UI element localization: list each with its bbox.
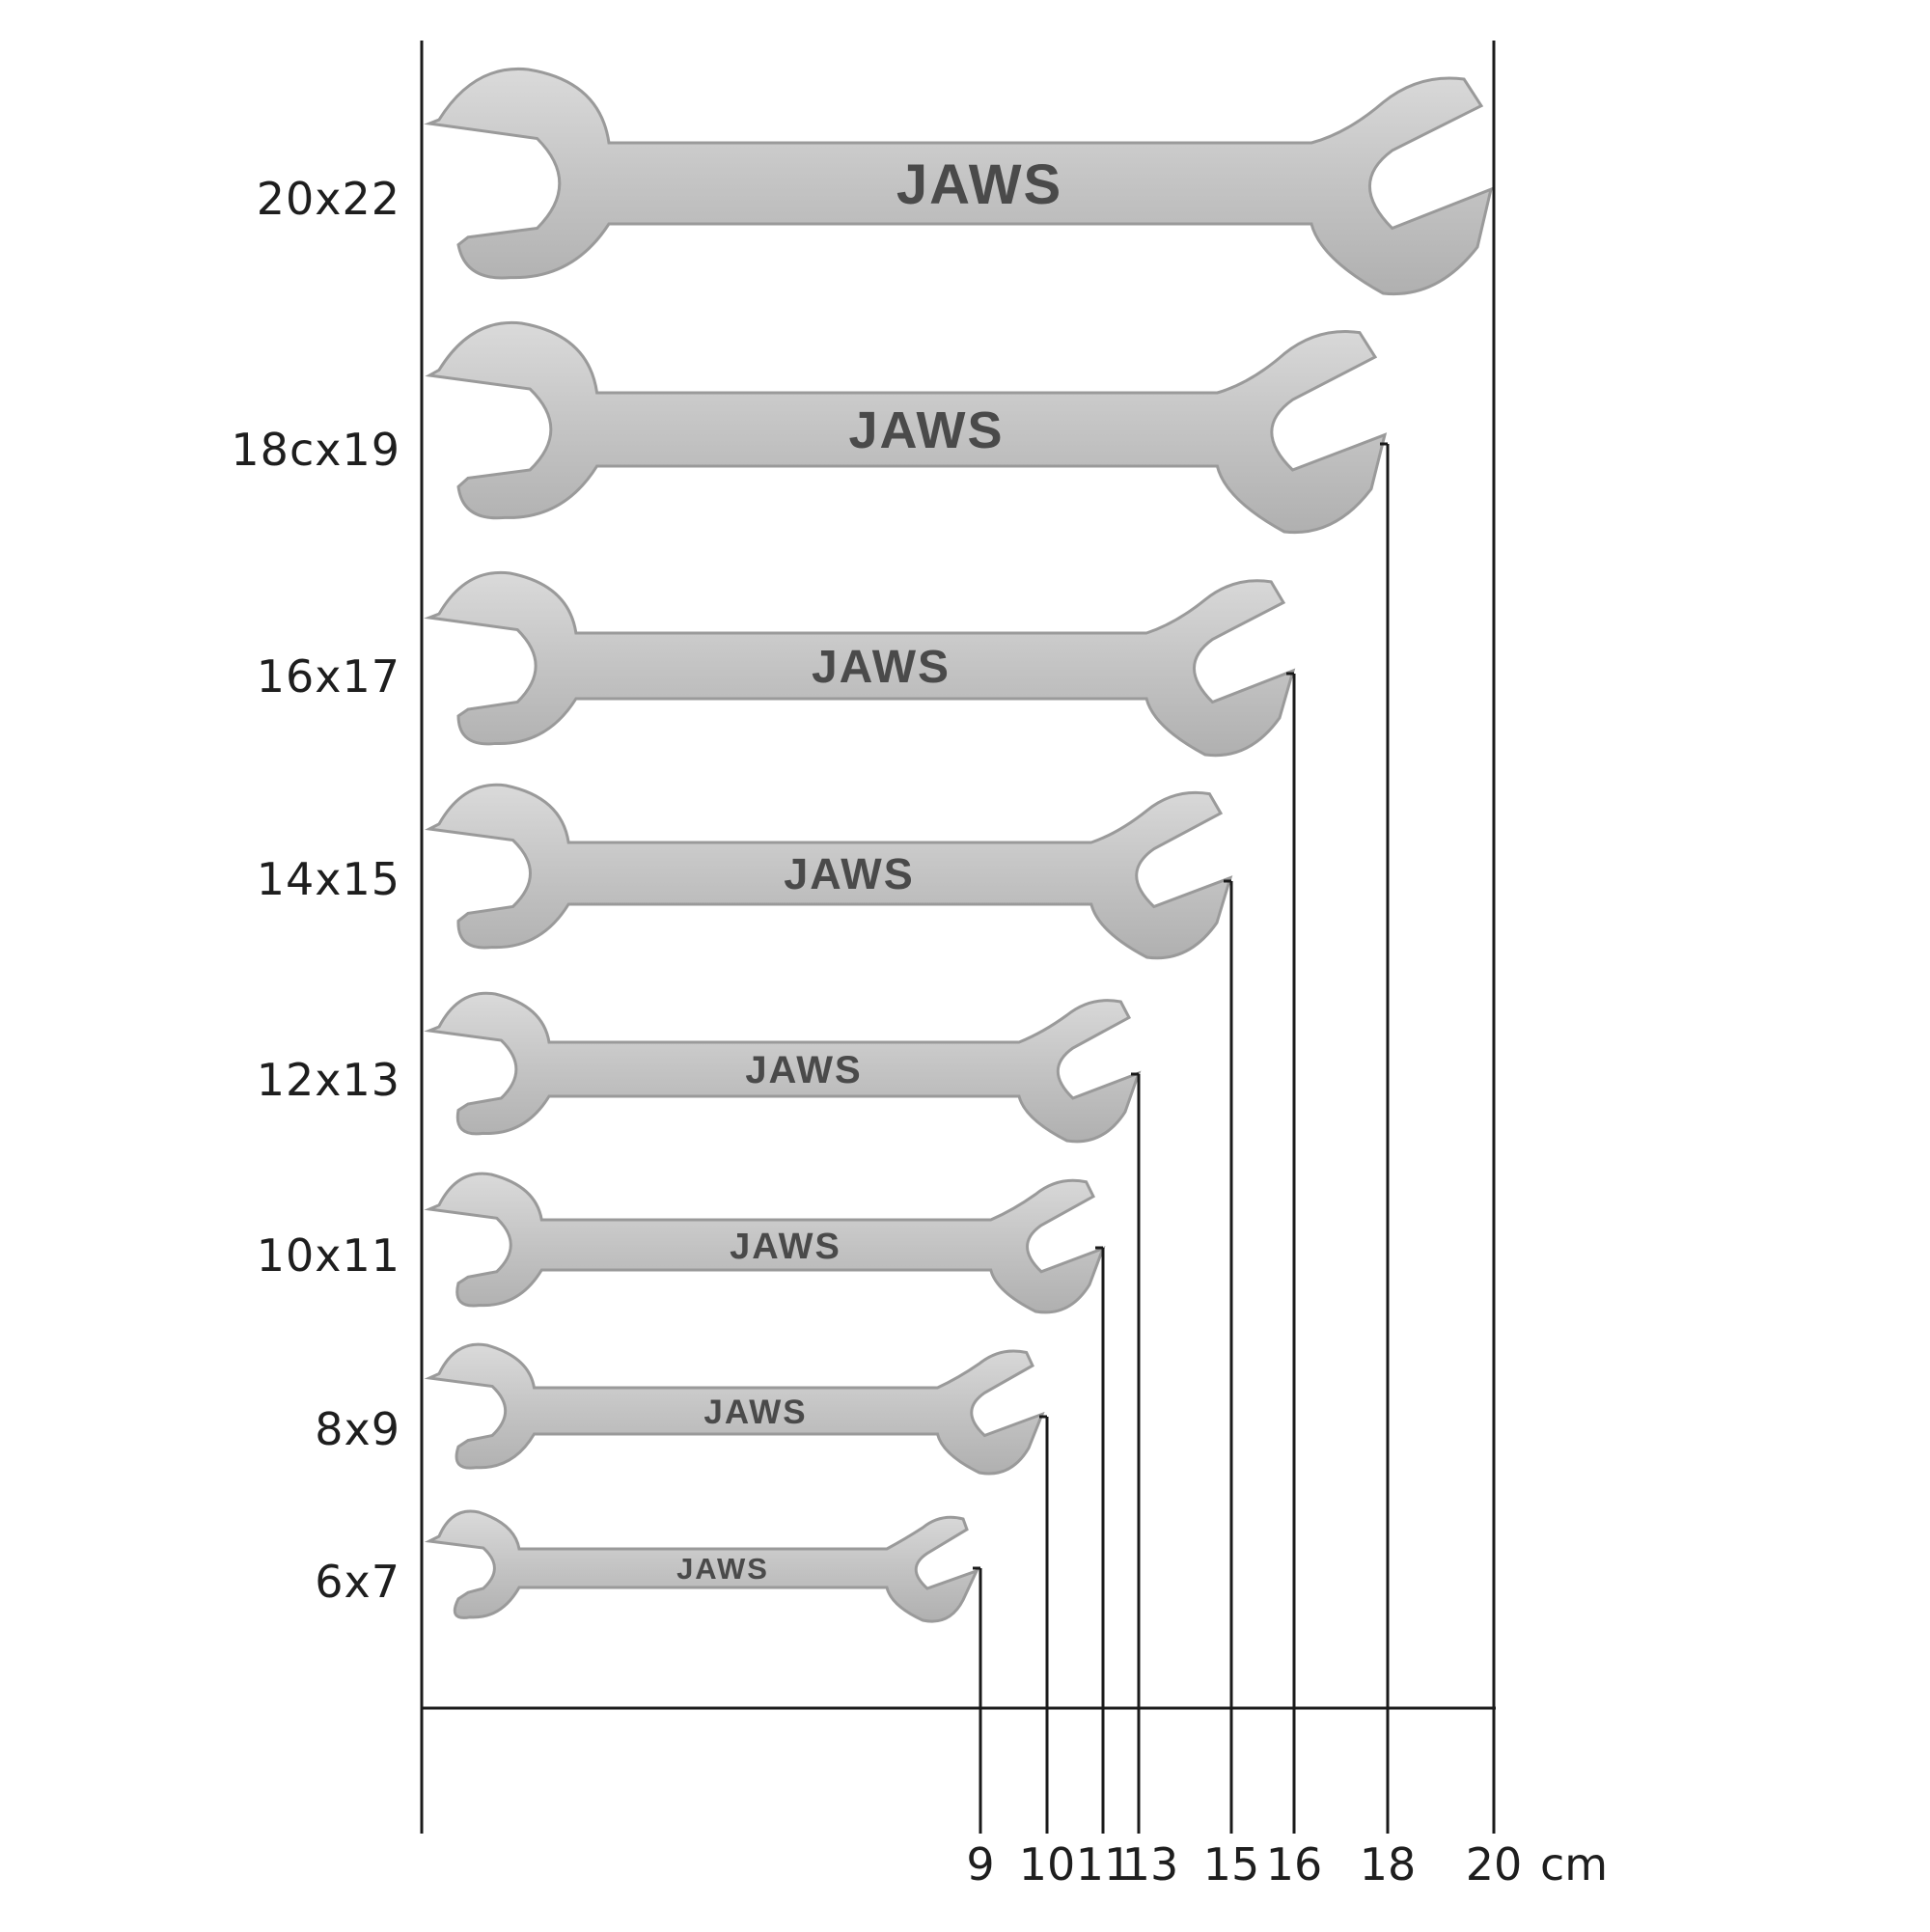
size-label-20x22: 20x22	[257, 173, 400, 225]
wrench-body	[424, 570, 1296, 758]
scale-unit: cm	[1540, 1838, 1608, 1891]
wrench-brand-label: JAWS	[784, 849, 915, 898]
size-label-14x15: 14x15	[257, 853, 400, 905]
wrench-brand-label: JAWS	[812, 642, 951, 693]
wrench-brand-label: JAWS	[730, 1227, 841, 1267]
scale-tick-20: 20	[1466, 1838, 1523, 1891]
scale-tick-9: 9	[966, 1838, 994, 1891]
wrench-10x11: JAWS	[424, 1172, 1106, 1314]
scale-tick-13: 13	[1122, 1838, 1179, 1891]
wrench-body	[424, 1342, 1045, 1476]
scale-tick-15: 15	[1203, 1838, 1260, 1891]
wrench-16x17: JAWS	[424, 570, 1296, 758]
wrench-body	[425, 320, 1388, 535]
wrench-8x9: JAWS	[424, 1342, 1045, 1476]
size-labels: 20x22 18cx19 16x17 14x15 12x13 10x11 8x9…	[231, 173, 400, 1608]
wrench-list: JAWS JAWS JAWS JAWS JAWS JAWS JAWS JAWS	[424, 67, 1494, 1623]
wrench-body	[425, 783, 1233, 960]
wrench-14x15: JAWS	[425, 783, 1233, 960]
scale-tick-18: 18	[1360, 1838, 1417, 1891]
size-label-12x13: 12x13	[257, 1054, 400, 1106]
size-label-18cx19: 18cx19	[231, 424, 400, 476]
wrench-body	[424, 67, 1494, 296]
wrench-body	[424, 1509, 979, 1623]
wrench-20x22: JAWS	[424, 67, 1494, 296]
size-label-10x11: 10x11	[257, 1229, 400, 1282]
wrench-brand-label: JAWS	[896, 153, 1062, 216]
size-label-6x7: 6x7	[315, 1556, 400, 1608]
wrench-body	[424, 1172, 1106, 1314]
scale-tick-11: 11	[1076, 1838, 1133, 1891]
size-label-16x17: 16x17	[257, 650, 400, 703]
size-label-8x9: 8x9	[315, 1403, 400, 1455]
wrench-6x7: JAWS	[424, 1509, 979, 1623]
measure-lines	[973, 41, 1496, 1834]
wrench-brand-label: JAWS	[703, 1394, 807, 1431]
wrench-brand-label: JAWS	[848, 401, 1004, 459]
wrench-body	[424, 991, 1142, 1144]
scale-tick-16: 16	[1266, 1838, 1323, 1891]
scale-labels: 9 10 11 13 15 16 18 20 cm	[966, 1838, 1608, 1891]
wrench-brand-label: JAWS	[676, 1552, 769, 1586]
scale-tick-10: 10	[1019, 1838, 1076, 1891]
wrench-brand-label: JAWS	[745, 1049, 862, 1091]
wrench-18cx19: JAWS	[425, 320, 1388, 535]
wrench-12x13: JAWS	[424, 991, 1142, 1144]
